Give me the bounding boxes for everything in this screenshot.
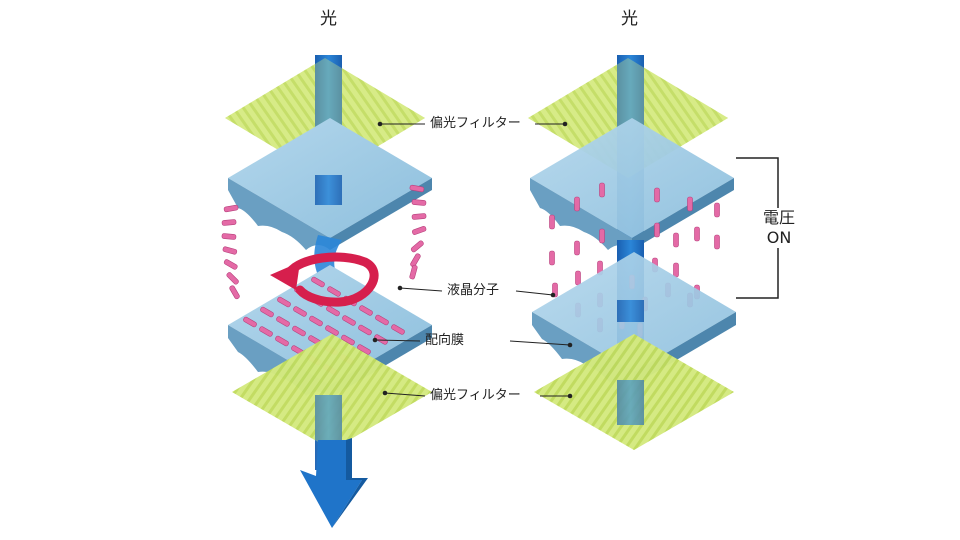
liquid-crystal-molecule: [574, 196, 580, 212]
output-arrow: [300, 440, 362, 528]
liquid-crystal-molecule: [243, 316, 257, 328]
right-top-glass: [530, 118, 734, 250]
liquid-crystal-molecule: [687, 196, 693, 212]
liquid-crystal-molecule: [714, 202, 720, 218]
liquid-crystal-molecule: [575, 270, 581, 286]
title-left-light: 光: [320, 9, 337, 29]
liquid-crystal-molecule: [292, 325, 306, 337]
liquid-crystal-molecule: [673, 232, 679, 248]
label-liquid-crystal: 液晶分子: [447, 283, 500, 298]
liquid-crystal-molecule: [599, 228, 605, 244]
liquid-crystal-molecule: [342, 315, 356, 326]
title-right-light: 光: [621, 9, 638, 29]
leader-lines: [374, 123, 571, 397]
liquid-crystal-molecule: [599, 182, 605, 198]
left-assembly: [221, 55, 432, 528]
liquid-crystal-molecule: [549, 214, 555, 230]
liquid-crystal-molecule: [574, 240, 580, 256]
left-bottom-polarizer: [232, 334, 432, 450]
liquid-crystal-molecule: [277, 296, 291, 308]
liquid-crystal-molecule: [275, 335, 289, 347]
label-voltage-line2: ON: [766, 228, 792, 247]
label-polarizer-top: 偏光フィルター: [430, 116, 521, 131]
liquid-crystal-molecule: [311, 276, 325, 288]
liquid-crystal-molecule: [341, 334, 355, 346]
label-polarizer-bottom: 偏光フィルター: [430, 388, 521, 403]
left-molecule-arc-left: [221, 204, 240, 300]
liquid-crystal-molecule: [326, 305, 340, 317]
liquid-crystal-molecule: [375, 314, 389, 326]
liquid-crystal-molecule: [714, 234, 720, 250]
liquid-crystal-molecule: [654, 187, 660, 203]
liquid-crystal-molecule: [325, 325, 339, 336]
label-alignment-film: 配向膜: [425, 333, 465, 348]
liquid-crystal-molecule: [276, 316, 290, 327]
twist-arrow: [285, 252, 379, 307]
liquid-crystal-molecule: [260, 306, 274, 318]
liquid-crystal-molecule: [293, 306, 307, 317]
liquid-crystal-molecule: [309, 315, 323, 327]
left-molecule-arc-right: [409, 184, 427, 280]
liquid-crystal-molecule: [359, 305, 373, 316]
label-voltage-line1: 電圧: [762, 208, 795, 227]
liquid-crystal-molecule: [357, 344, 371, 355]
liquid-crystal-molecule: [327, 286, 341, 297]
liquid-crystal-molecule: [358, 324, 372, 336]
liquid-crystal-molecule: [694, 226, 700, 242]
liquid-crystal-molecule: [654, 222, 660, 238]
liquid-crystal-molecule: [391, 324, 405, 335]
liquid-crystal-molecule: [549, 250, 555, 266]
label-voltage: 電圧 ON: [756, 208, 802, 248]
liquid-crystal-molecule: [673, 262, 679, 278]
liquid-crystal-molecule: [259, 326, 273, 337]
liquid-crystal-molecule: [374, 334, 388, 345]
right-assembly: [528, 55, 779, 450]
